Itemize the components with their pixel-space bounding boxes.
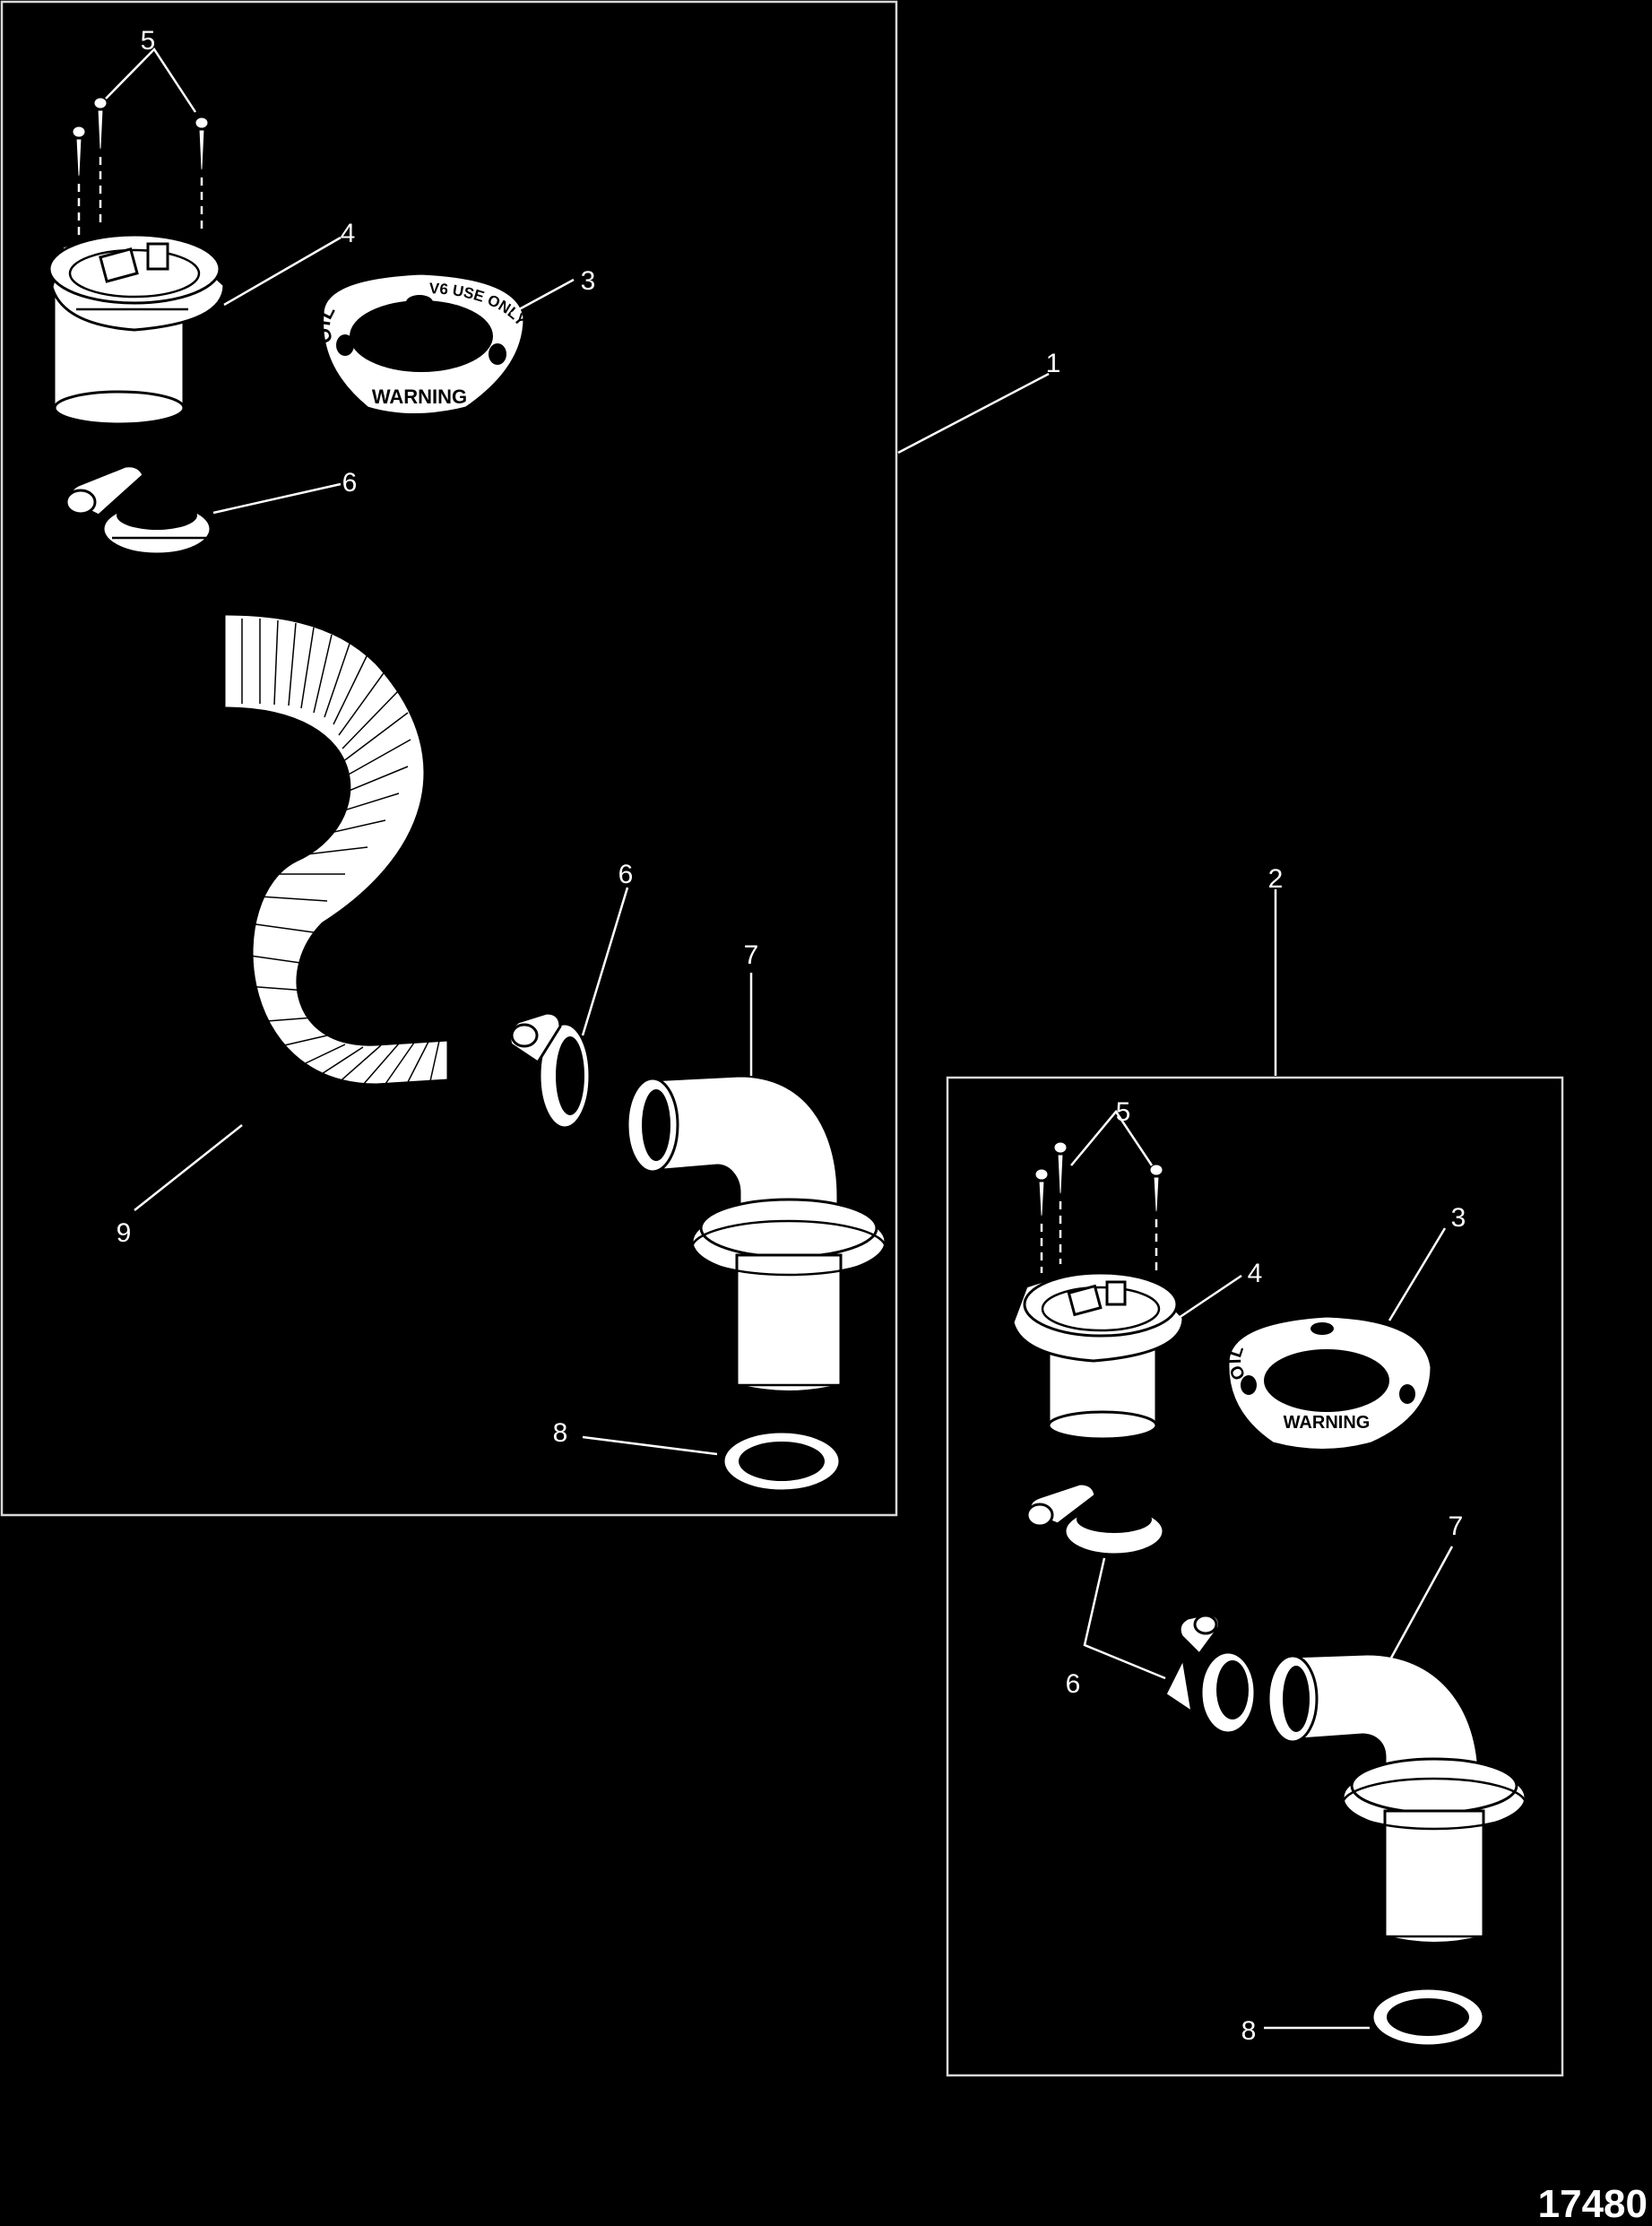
screws-b — [1033, 1139, 1165, 1273]
callout-screws-b: 5 — [1116, 1097, 1131, 1127]
screw-icon — [91, 95, 109, 156]
callout-group2: 2 — [1268, 864, 1284, 894]
callout-clamps-b: 6 — [1066, 1669, 1081, 1699]
decal-b-warning-text: WARNING — [1284, 1413, 1371, 1433]
figure-number: 17480 — [1538, 2182, 1648, 2226]
hose-clamp-b-top-icon — [1025, 1482, 1165, 1556]
callout-decal-b: 3 — [1451, 1203, 1466, 1233]
screw-icon — [1147, 1162, 1165, 1218]
hose-clamp-a-lower-icon — [508, 1011, 592, 1130]
corrugated-hose-icon — [222, 612, 450, 1087]
screw-icon — [70, 124, 88, 183]
decal-warning-text: WARNING — [372, 385, 467, 408]
fill-cap-a-icon — [48, 233, 226, 426]
screw-icon — [1033, 1166, 1051, 1223]
gasket-b-icon — [1371, 1987, 1485, 2048]
hose-clamp-b-lower-icon — [1163, 1612, 1257, 1735]
callout-elbow-b: 7 — [1449, 1511, 1464, 1541]
callout-screws-a: 5 — [141, 26, 156, 56]
callout-group1: 1 — [1046, 349, 1061, 378]
callout-gasket-a: 8 — [553, 1418, 568, 1448]
screw-icon — [1051, 1139, 1069, 1200]
callout-clamp-a-top: 6 — [342, 468, 358, 498]
gasket-a-icon — [722, 1430, 842, 1493]
callout-cap-a: 4 — [341, 219, 356, 248]
callout-hose: 9 — [117, 1218, 132, 1248]
warning-decal-a-icon: OIL V6 USE ONLY WARNING — [311, 272, 530, 416]
callout-decal-a: 3 — [581, 266, 596, 296]
callout-cap-b: 4 — [1248, 1259, 1263, 1288]
elbow-fitting-b-icon — [1267, 1652, 1527, 1945]
group2-frame — [946, 1076, 1564, 2077]
screws-a — [70, 95, 211, 235]
hose-clamp-a-icon — [65, 464, 212, 556]
callout-elbow-a: 7 — [744, 940, 759, 970]
group1-frame — [0, 0, 898, 1517]
elbow-fitting-a-icon — [626, 1074, 887, 1393]
screw-icon — [193, 115, 211, 177]
callout-clamp-a-lower: 6 — [618, 860, 634, 889]
warning-decal-b-icon: OIL V6 USE ONLY WARNING — [1225, 1303, 1433, 1451]
callout-gasket-b: 8 — [1241, 2016, 1257, 2046]
fill-cap-b-icon — [1011, 1271, 1185, 1441]
